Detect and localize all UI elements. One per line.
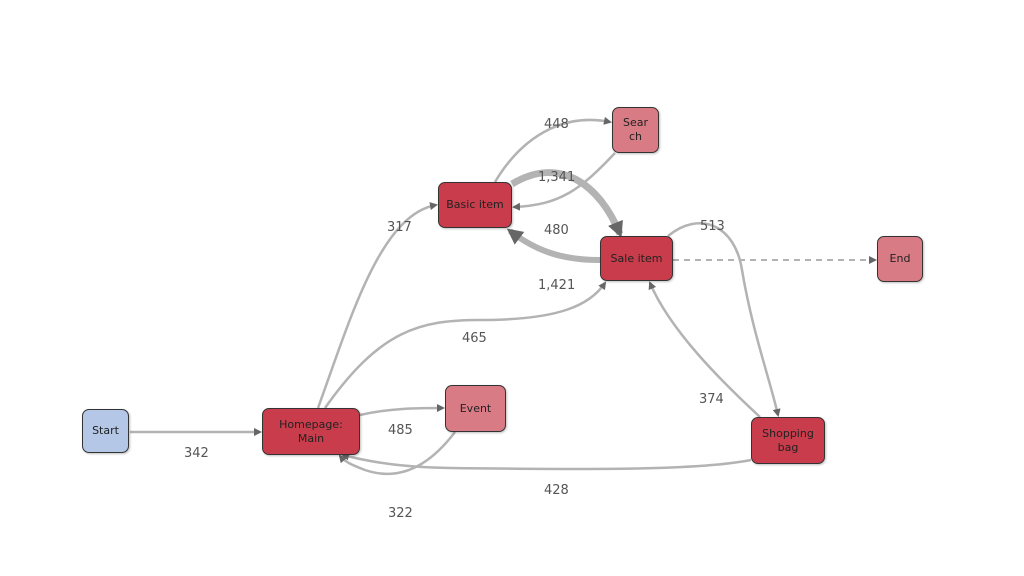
edge-label: 513 xyxy=(700,219,725,234)
edge-label: 342 xyxy=(184,446,209,461)
edge-sale-basic xyxy=(506,228,601,263)
edge-label: 480 xyxy=(544,223,569,238)
edge-label: 448 xyxy=(544,117,569,132)
node-basic-item[interactable]: Basic item xyxy=(438,182,512,228)
edge-shopping-sale xyxy=(648,281,761,418)
node-homepage-main[interactable]: Homepage: Main xyxy=(262,408,360,455)
edge-event-homepage xyxy=(338,431,456,475)
edge-homepage-event xyxy=(359,404,445,417)
node-end[interactable]: End xyxy=(877,236,923,282)
node-start[interactable]: Start xyxy=(82,409,129,453)
edge-label: 322 xyxy=(388,506,413,521)
node-event[interactable]: Event xyxy=(445,385,506,432)
edge-homepage-sale xyxy=(323,281,607,409)
node-sale-item[interactable]: Sale item xyxy=(600,236,673,281)
edge-shopping-homepage xyxy=(341,452,752,471)
edge-basic-search xyxy=(493,116,612,183)
edge-homepage-basic xyxy=(316,202,438,409)
edge-basic-sale xyxy=(510,169,624,238)
edge-sale-shopping xyxy=(667,222,781,417)
edge-label: 1,341 xyxy=(538,170,575,185)
edge-label: 374 xyxy=(699,392,724,407)
edge-label: 465 xyxy=(462,331,487,346)
node-search[interactable]: Sear ch xyxy=(612,107,659,153)
edge-label: 485 xyxy=(388,423,413,438)
node-shopping-bag[interactable]: Shopping bag xyxy=(751,417,825,464)
edge-label: 1,421 xyxy=(538,278,575,293)
edge-label: 428 xyxy=(544,483,569,498)
edge-label: 317 xyxy=(387,220,412,235)
edge-search-basic xyxy=(512,152,616,211)
